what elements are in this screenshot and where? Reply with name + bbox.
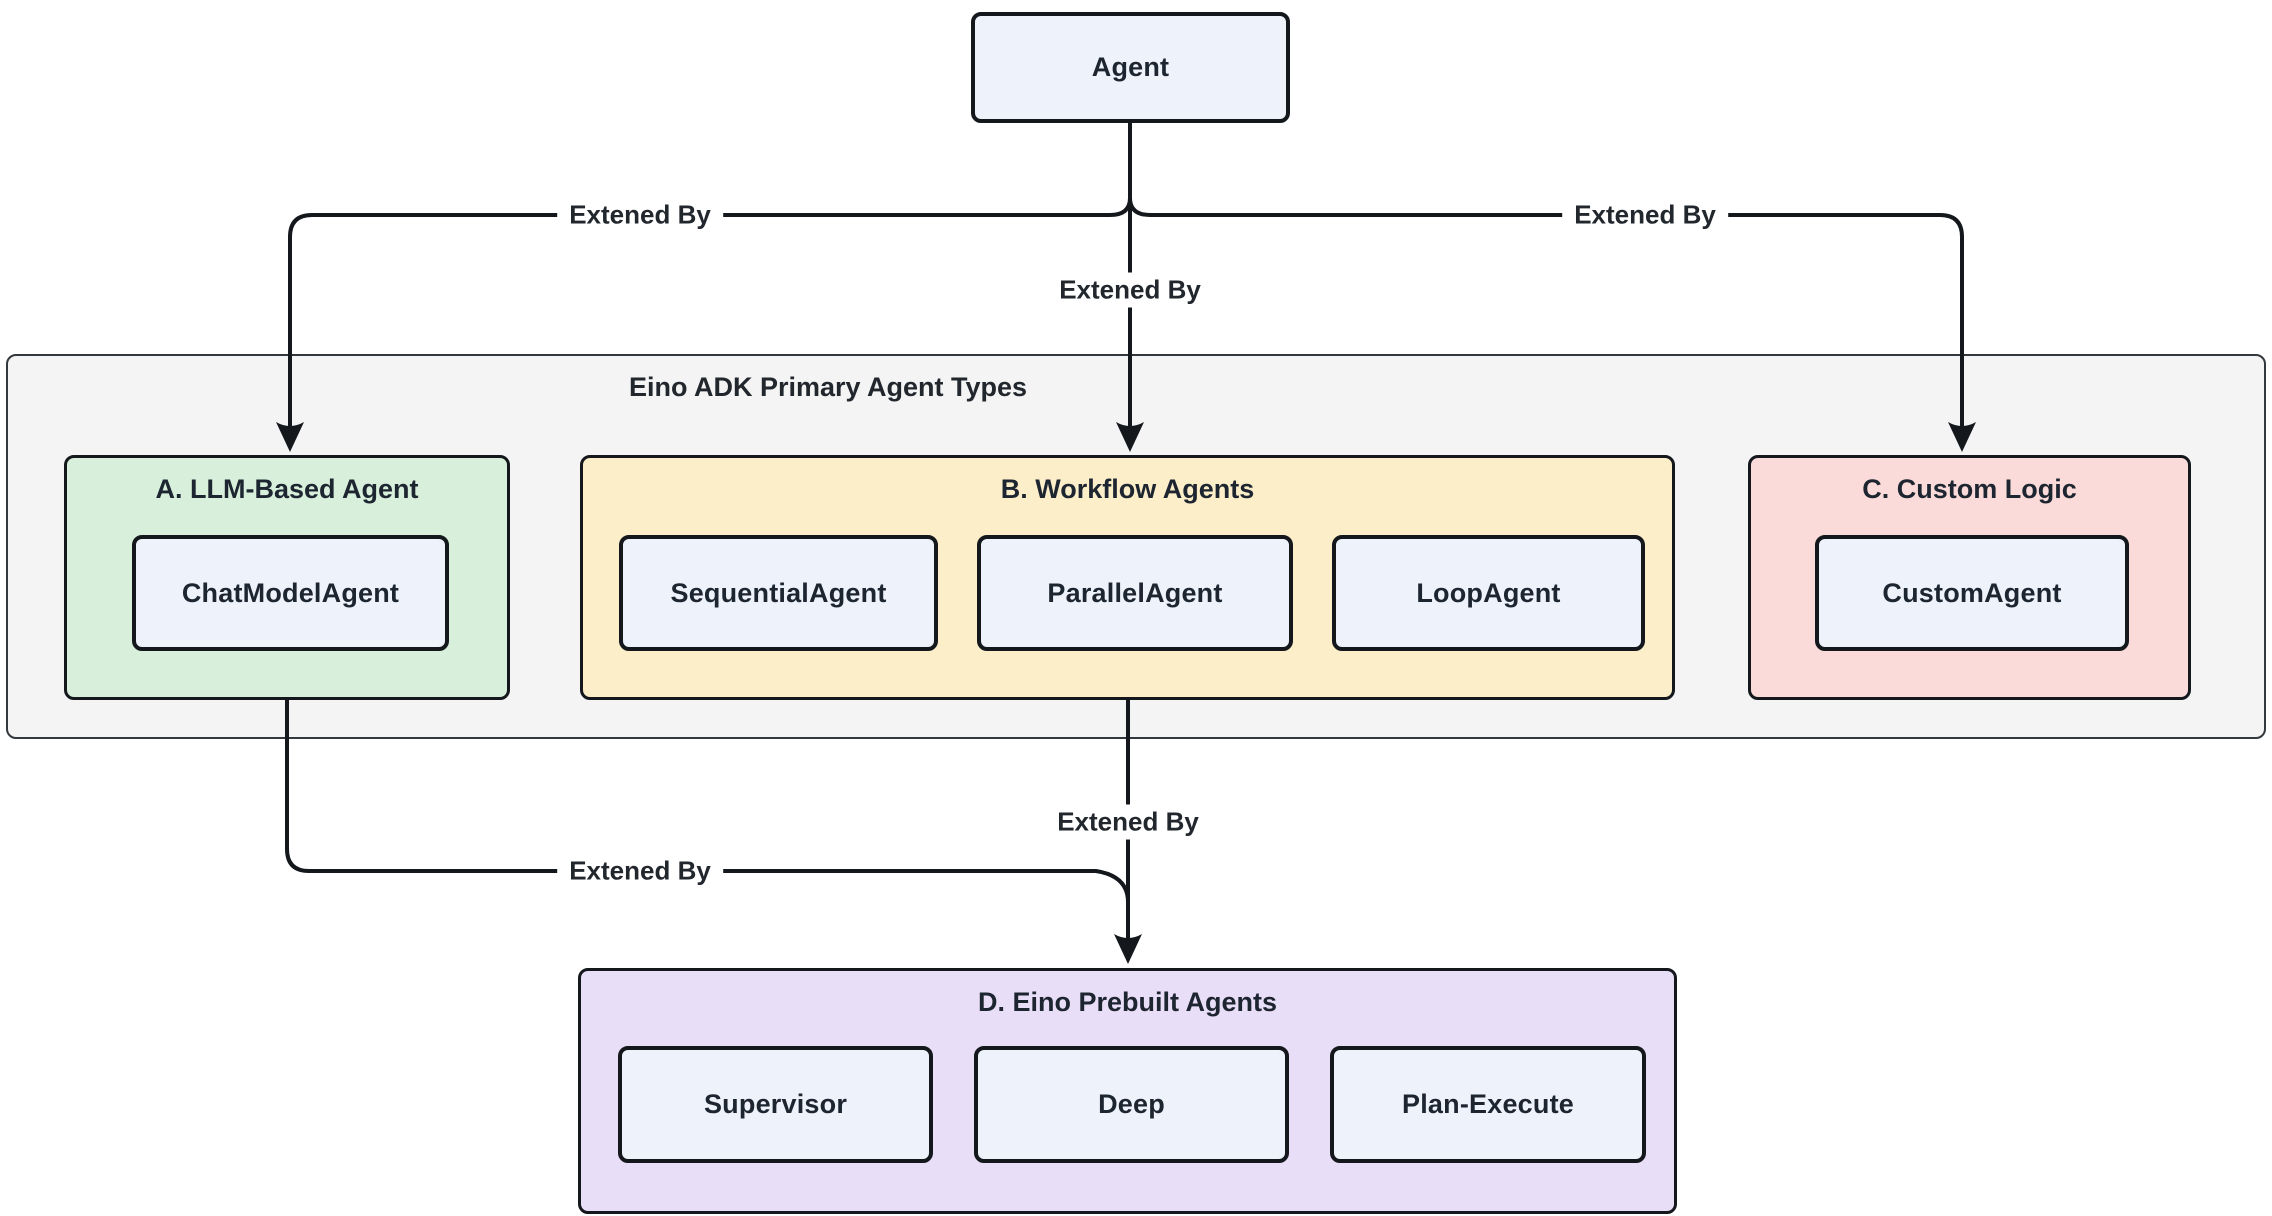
edge-label-agent-c: Extened By: [1562, 197, 1728, 233]
group-custom-logic-title: C. Custom Logic: [1862, 474, 2077, 504]
node-customagent: CustomAgent: [1815, 535, 2129, 651]
edge-label-agent-a: Extened By: [557, 197, 723, 233]
node-plan-execute-label: Plan-Execute: [1402, 1089, 1574, 1119]
group-llm-based-agent-title: A. LLM-Based Agent: [155, 474, 419, 504]
group-custom-logic: C. Custom Logic CustomAgent: [1748, 455, 2191, 700]
group-eino-prebuilt-agents: D. Eino Prebuilt Agents Supervisor Deep …: [578, 968, 1677, 1214]
node-parallelagent: ParallelAgent: [977, 535, 1293, 651]
node-supervisor-label: Supervisor: [703, 1089, 848, 1119]
node-plan-execute: Plan-Execute: [1330, 1046, 1646, 1163]
node-agent: Agent: [971, 12, 1290, 123]
node-chatmodelagent: ChatModelAgent: [132, 535, 449, 651]
node-agent-label: Agent: [1091, 52, 1170, 82]
container-title: Eino ADK Primary Agent Types: [628, 372, 1028, 402]
edge-label-b-d: Extened By: [1045, 804, 1211, 840]
group-eino-prebuilt-agents-title: D. Eino Prebuilt Agents: [977, 987, 1278, 1017]
node-loopagent: LoopAgent: [1332, 535, 1645, 651]
node-sequentialagent-label: SequentialAgent: [670, 577, 887, 608]
node-deep: Deep: [974, 1046, 1289, 1163]
node-customagent-label: CustomAgent: [1882, 577, 2062, 608]
node-parallelagent-label: ParallelAgent: [1047, 577, 1223, 608]
node-loopagent-label: LoopAgent: [1416, 577, 1561, 608]
edge-label-agent-b: Extened By: [1047, 272, 1213, 308]
group-llm-based-agent: A. LLM-Based Agent ChatModelAgent: [64, 455, 510, 700]
arrowhead-into-d: [1114, 934, 1142, 964]
node-chatmodelagent-label: ChatModelAgent: [181, 577, 400, 608]
group-workflow-agents: B. Workflow Agents SequentialAgent Paral…: [580, 455, 1675, 700]
group-workflow-agents-title: B. Workflow Agents: [1000, 474, 1255, 504]
node-deep-label: Deep: [1098, 1089, 1165, 1119]
node-supervisor: Supervisor: [618, 1046, 933, 1163]
node-sequentialagent: SequentialAgent: [619, 535, 938, 651]
edge-label-a-d: Extened By: [557, 853, 723, 889]
